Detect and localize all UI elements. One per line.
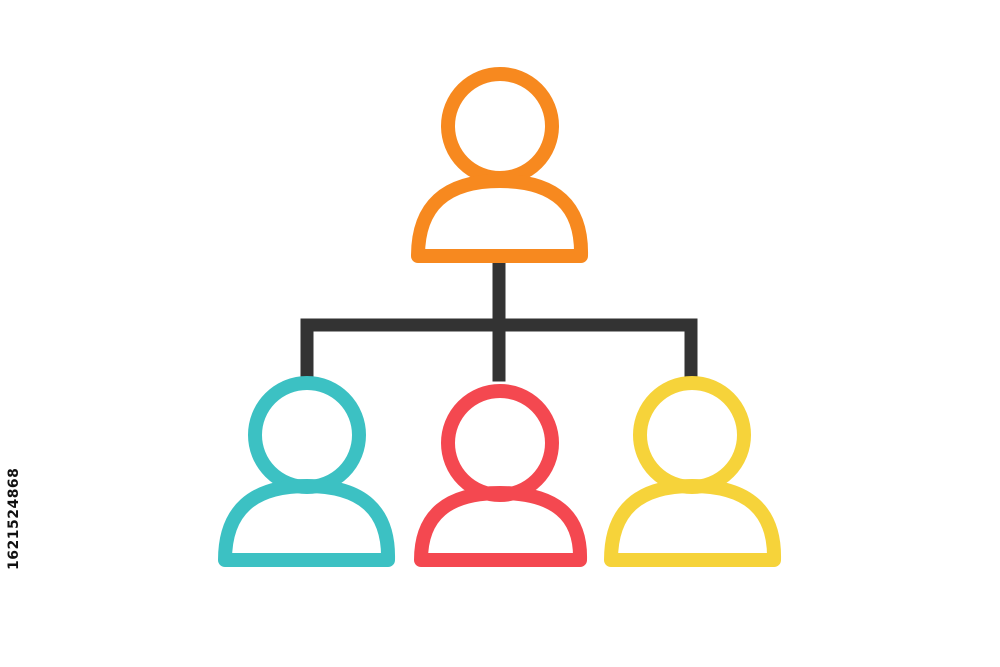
connector-branch <box>300 318 698 385</box>
person-icon-center <box>414 384 588 567</box>
person-body <box>411 174 589 263</box>
person-head <box>633 376 751 494</box>
connector-lines <box>300 258 698 385</box>
person-icon-right <box>604 376 782 567</box>
person-icon-left <box>218 376 396 567</box>
person-body <box>604 479 782 567</box>
person-head <box>441 67 559 185</box>
person-head <box>248 376 366 494</box>
person-body <box>218 479 396 567</box>
person-head <box>441 384 559 502</box>
person-icon-top <box>411 67 589 263</box>
person-body <box>414 486 588 567</box>
stock-image-id: 1621524868 <box>6 467 22 570</box>
